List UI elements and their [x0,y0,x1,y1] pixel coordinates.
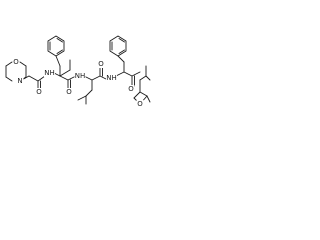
amide-3-oxygen-label: O [98,60,104,68]
amide-3-nh-label: NH [106,74,117,82]
morpholine-oxygen-label: O [13,58,19,66]
amide-1-oxygen-label: O [36,88,42,96]
leucine-isobutyl [77,89,93,105]
leucine-backbone [83,65,109,91]
phenyl-ring-1 [47,35,65,57]
atom-labels: O N O NH O NH O NH O O [12,58,144,108]
amide-1-nh-label: NH [44,69,55,77]
phenylalanine-2-sidechain [117,55,125,63]
amide-2-oxygen-label: O [66,88,72,96]
phenylalanine-2-backbone [115,61,135,87]
structure-canvas: O N O NH O NH O NH O O [0,0,152,152]
amide-2-nh-label: NH [75,72,86,80]
chemical-structure: O N O NH O NH O NH O O [5,35,151,108]
phenylalanine-1-sidechain [55,55,61,67]
ketone-oxygen-label: O [128,85,134,93]
phenyl-ring-2 [109,35,127,57]
morpholine-nitrogen-label: N [17,77,22,85]
epoxide-oxygen-label: O [137,100,143,108]
